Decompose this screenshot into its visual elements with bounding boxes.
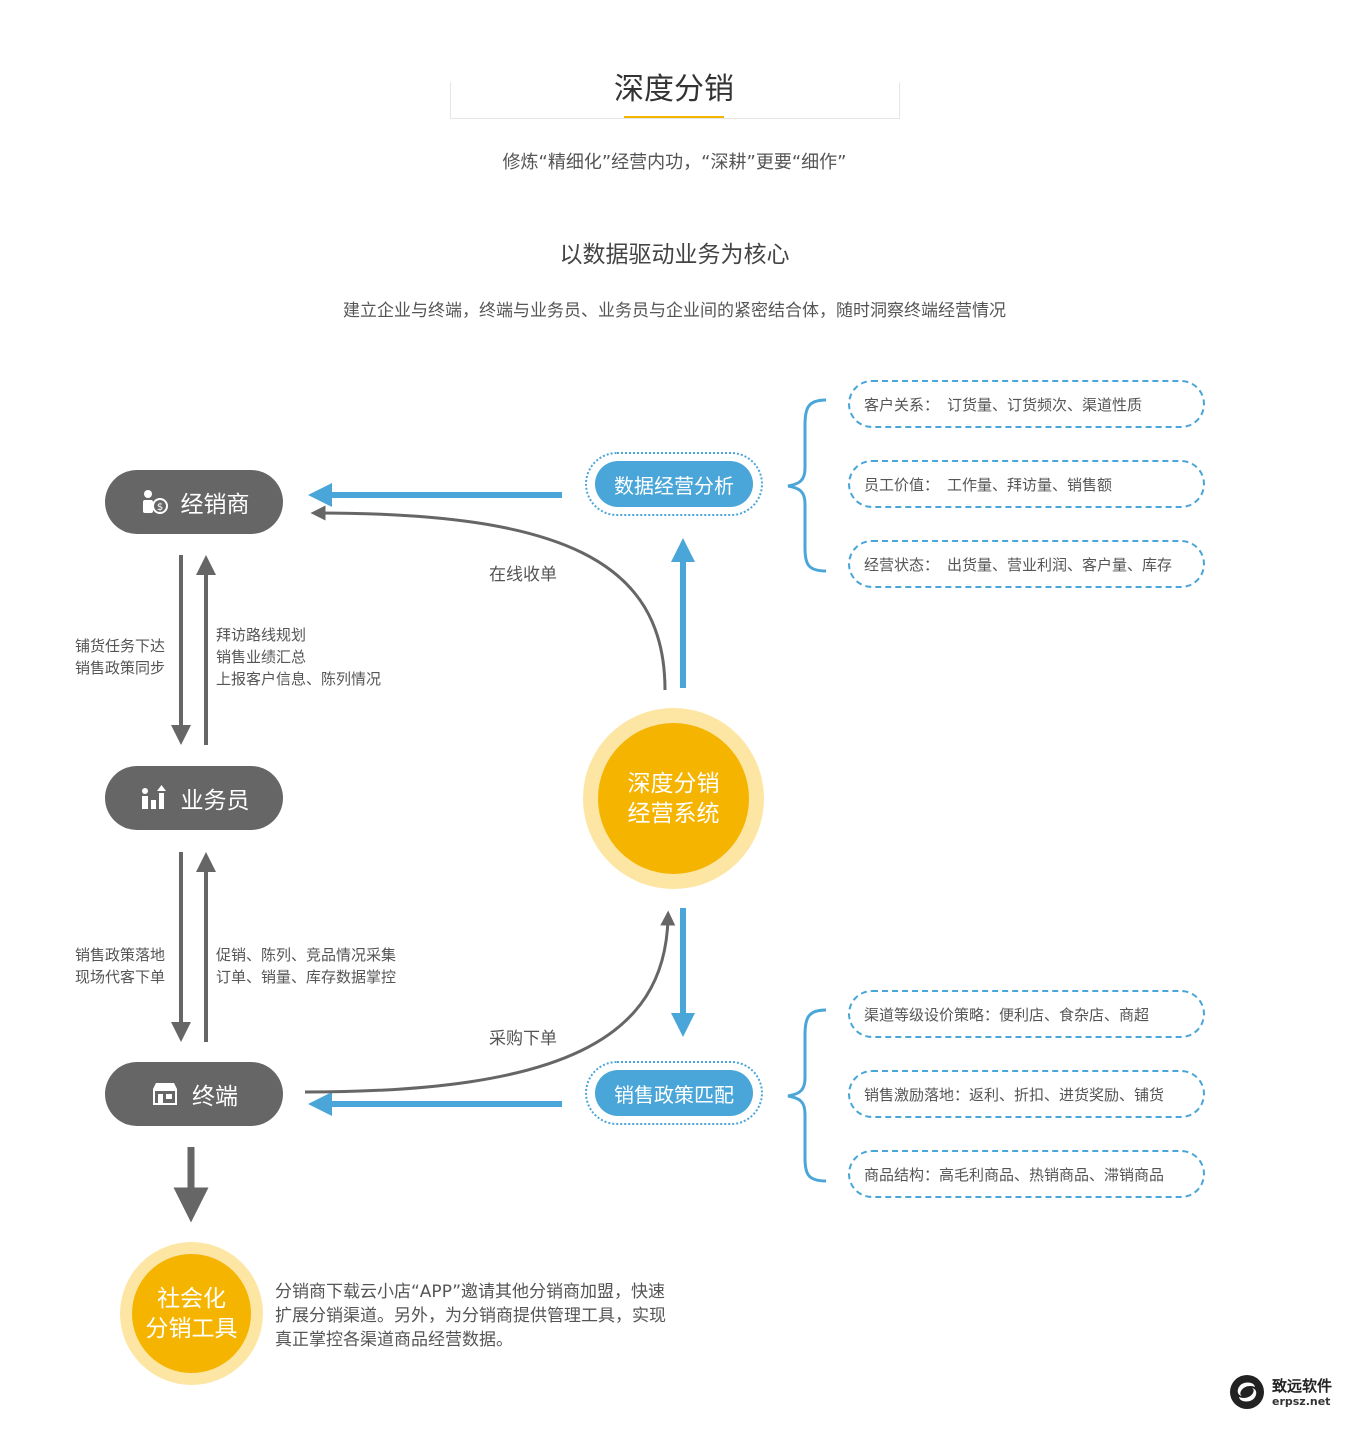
curve-purchase-order: [304, 910, 676, 1094]
tag-employee-value: 员工价值：工作量、拜访量、销售额: [848, 460, 1205, 508]
node-salesman-label: 业务员: [180, 788, 250, 814]
section-description: 建立企业与终端，终端与业务员、业务员与企业间的紧密结合体，随时洞察终端经营情况: [343, 301, 1006, 321]
brand-name: 致远软件: [1272, 1377, 1333, 1395]
data-analysis-pill: 数据经营分析: [595, 461, 753, 507]
tag-operation-status: 经营状态：出货量、营业利润、客户量、库存: [848, 540, 1205, 588]
store-icon: [150, 1079, 180, 1109]
title-underline: [624, 116, 724, 118]
svg-text:$: $: [156, 502, 162, 513]
policy-match-pill: 销售政策匹配: [595, 1070, 753, 1116]
node-terminal-label: 终端: [192, 1084, 238, 1110]
tag-product-structure: 商品结构：高毛利商品、热销商品、滞销商品: [848, 1150, 1205, 1198]
brace-top: [787, 398, 827, 573]
social-circle: 社会化 分销工具: [132, 1254, 251, 1373]
distributor-icon: $: [139, 487, 169, 517]
curve-online-order: [310, 505, 667, 691]
policy-match-frame: [585, 1061, 763, 1125]
social-line-2: 分销工具: [145, 1315, 238, 1342]
label-online-order: 在线收单: [489, 565, 557, 585]
node-salesman: 业务员: [105, 766, 283, 830]
label-salesman-to-terminal: 销售政策落地 现场代客下单: [75, 946, 166, 986]
page-subtitle: 修炼“精细化”经营内功，“深耕”更要“细作”: [502, 152, 847, 173]
data-analysis-frame: [585, 452, 763, 516]
salesman-chart-icon: [139, 783, 169, 813]
tag-channel-pricing: 渠道等级设价策略：便利店、食杂店、商超: [848, 990, 1205, 1038]
brand-text: 致远软件 erpsz.net: [1272, 1378, 1332, 1410]
label-distributor-to-salesman: 铺货任务下达 销售政策同步: [75, 637, 166, 677]
node-terminal: 终端: [105, 1062, 283, 1126]
label-salesman-to-distributor: 拜访路线规划 销售业绩汇总 上报客户信息、陈列情况: [216, 626, 382, 688]
tag-sales-incentive: 销售激励落地：返利、折扣、进货奖励、铺货: [848, 1070, 1205, 1118]
node-distributor: $ 经销商: [105, 470, 283, 534]
brand-url: erpsz.net: [1272, 1395, 1331, 1408]
title-frame: [450, 82, 900, 119]
system-line-2: 经营系统: [627, 800, 720, 827]
node-distributor-label: 经销商: [180, 492, 250, 518]
system-line-1: 深度分销: [627, 770, 720, 797]
tag-customer-relation: 客户关系：订货量、订货频次、渠道性质: [848, 380, 1205, 428]
section-heading: 以数据驱动业务为核心: [559, 242, 790, 268]
system-circle: 深度分销 经营系统: [598, 723, 749, 874]
social-description: 分销商下载云小店“APP”邀请其他分销商加盟，快速扩展分销渠道。另外，为分销商提…: [275, 1282, 666, 1350]
title-mask: [582, 70, 766, 100]
label-purchase-order: 采购下单: [489, 1029, 557, 1049]
page-title: 深度分销: [614, 72, 734, 107]
brand-watermark: 致远软件 erpsz.net: [1228, 1372, 1340, 1416]
label-terminal-to-salesman: 促销、陈列、竞品情况采集 订单、销量、库存数据掌控: [216, 946, 397, 986]
brace-bottom: [787, 1008, 827, 1183]
social-line-1: 社会化: [157, 1285, 226, 1312]
brand-logo-icon: [1228, 1373, 1266, 1415]
